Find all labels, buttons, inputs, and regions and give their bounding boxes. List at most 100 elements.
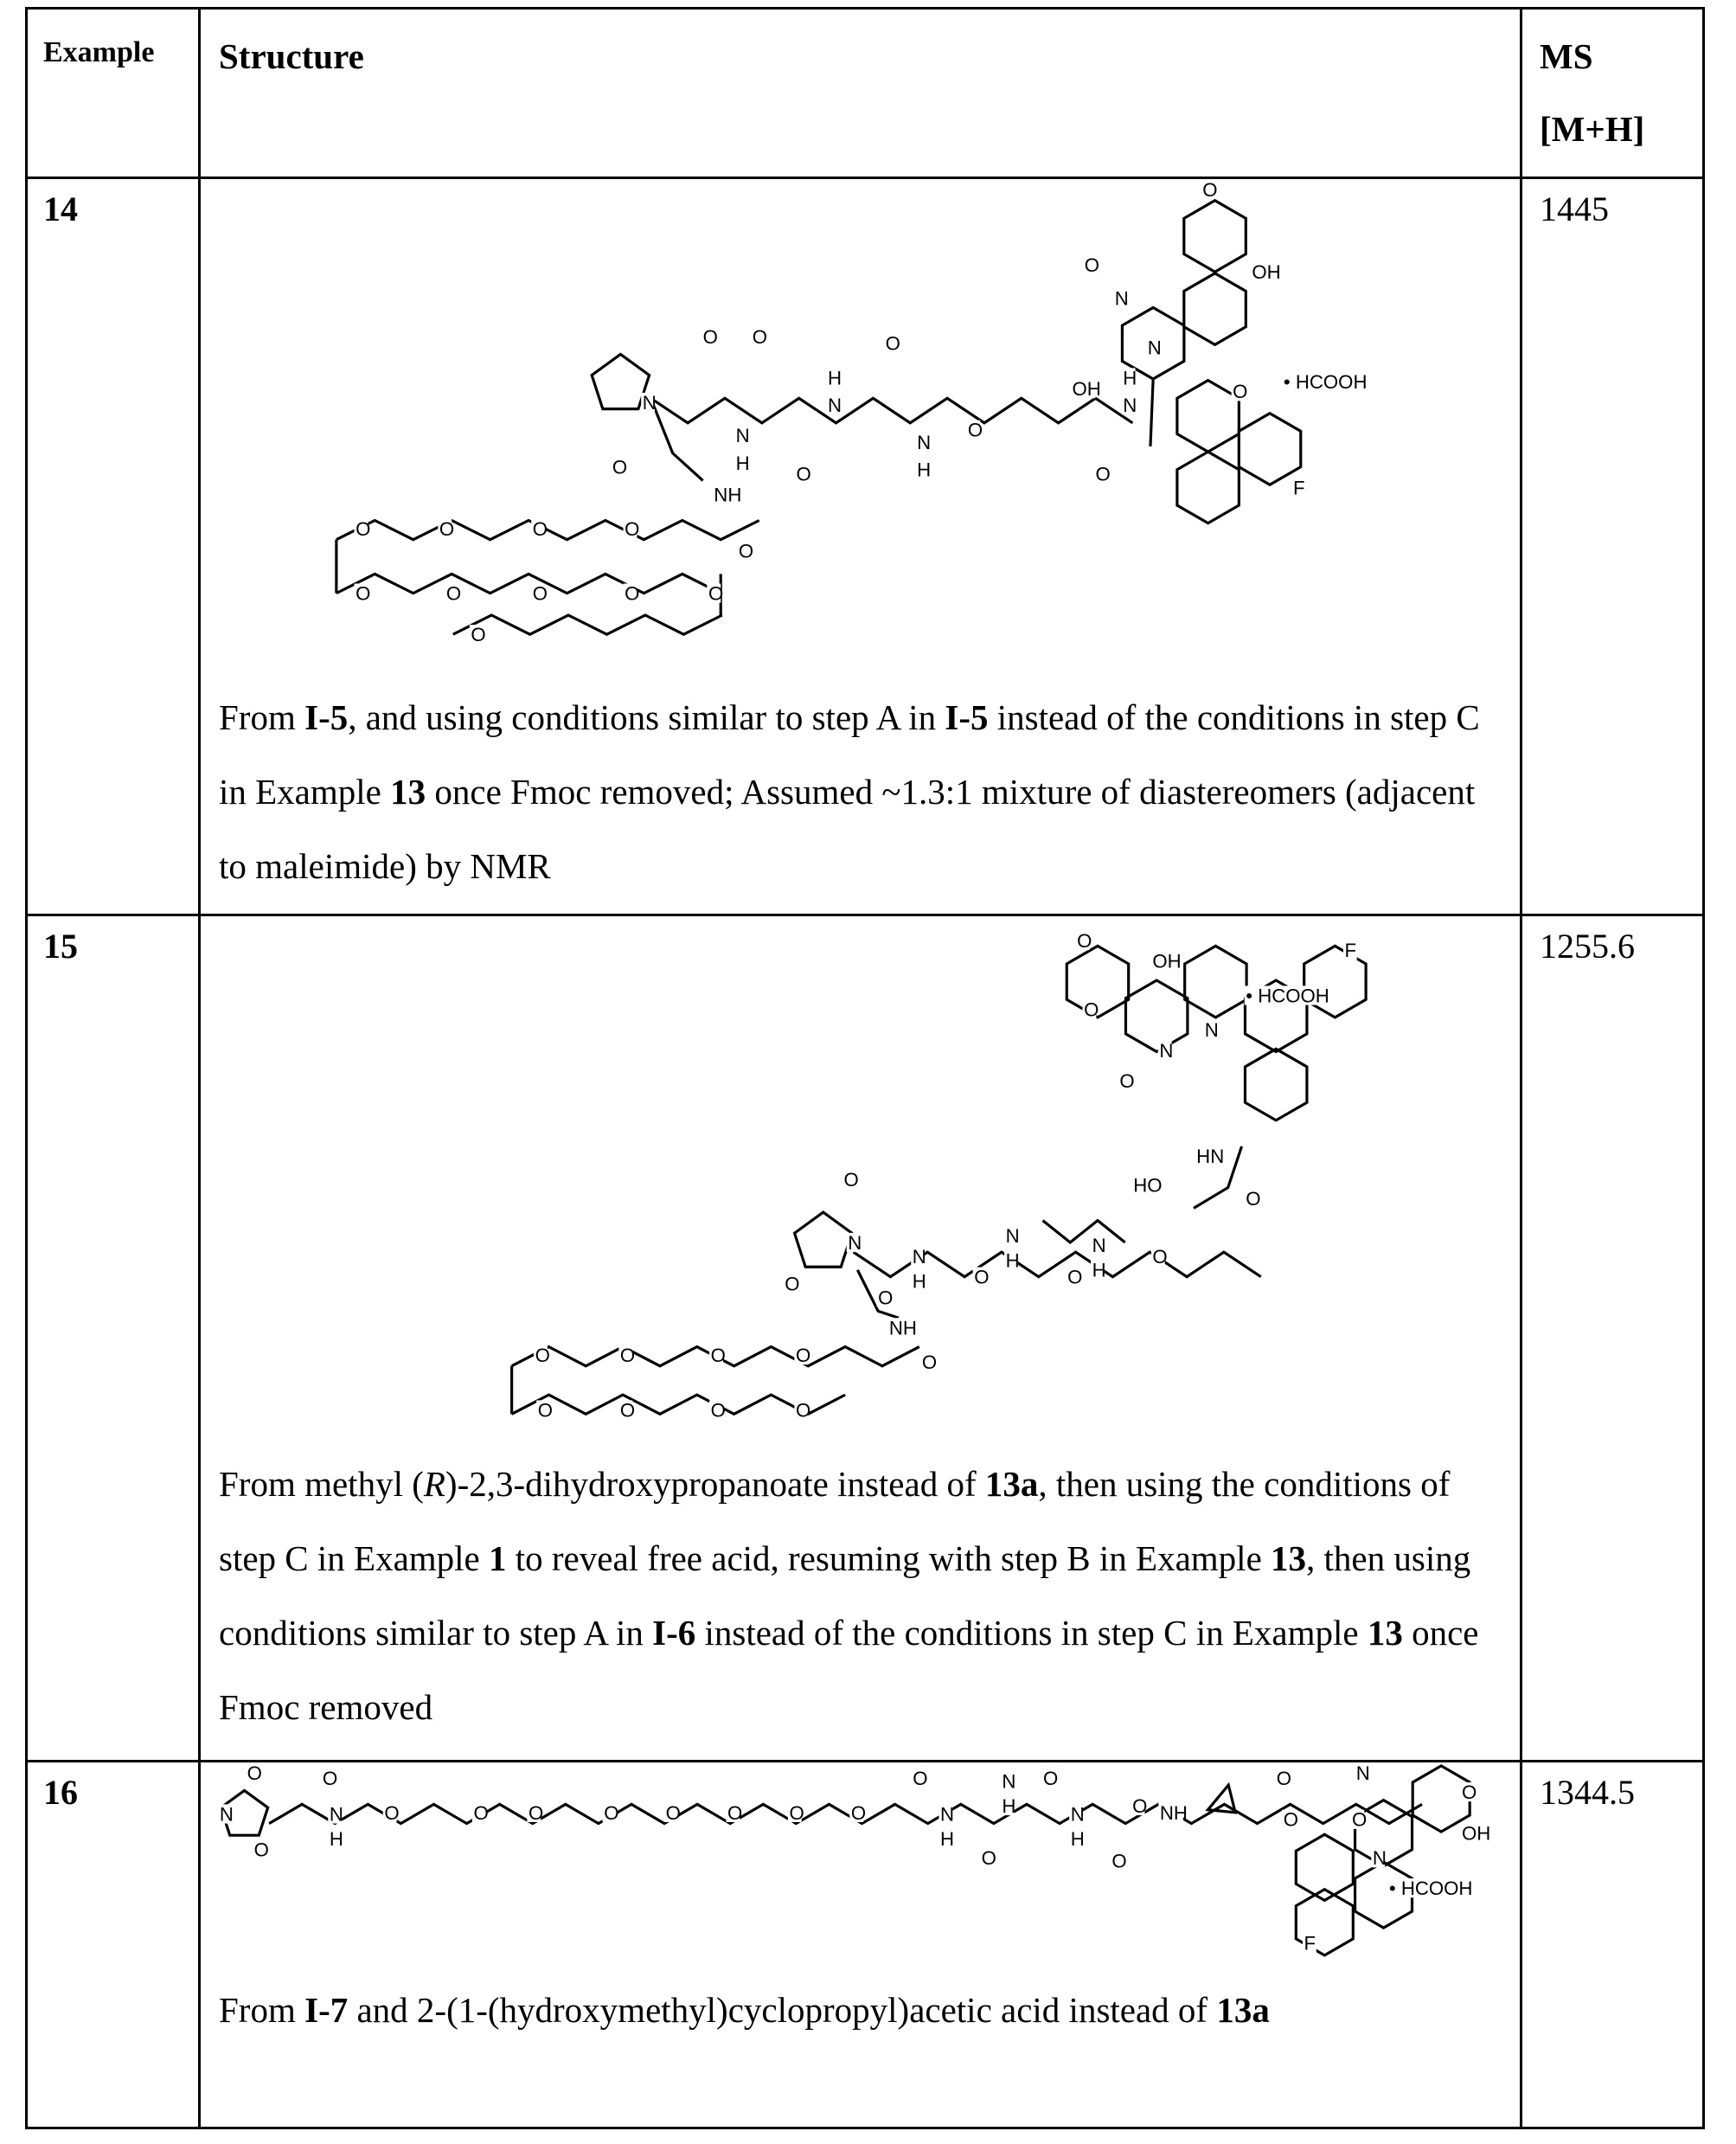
bond [336, 574, 721, 593]
chemical-structure-example-14: OONOHNOHNOHNOOHOHNNHOOOOOOOOOOONNOOOOHF•… [323, 178, 1380, 673]
atom-label: O [844, 1169, 859, 1191]
atom-label: H [913, 1270, 926, 1292]
atom-label: H [1006, 1250, 1020, 1272]
bond [1184, 201, 1246, 273]
atom-label: O [356, 583, 370, 605]
bond [1177, 381, 1239, 453]
atom-label: O [535, 1345, 550, 1366]
header-example: Example [43, 28, 154, 78]
bond [650, 398, 1132, 423]
atom-label: O [1462, 1781, 1477, 1803]
atom-label: O [439, 518, 454, 540]
atom-label: O [878, 1287, 893, 1308]
atom-label: H [828, 367, 842, 388]
example-number: 14 [43, 189, 78, 229]
atom-label: O [620, 1399, 635, 1421]
atom-label: O [968, 420, 983, 441]
row-divider [25, 914, 1705, 916]
header-ms: MS [1540, 31, 1593, 81]
atom-label: O [538, 1399, 553, 1421]
atom-label: O [1352, 1809, 1367, 1831]
atom-label: O [1202, 179, 1217, 201]
atom-label: O [620, 1345, 635, 1366]
atom-label: OH [1252, 261, 1280, 283]
atom-label: O [711, 1345, 726, 1366]
atom-label: O [789, 1802, 804, 1824]
atom-label: O [922, 1351, 937, 1373]
atom-label: O [974, 1267, 989, 1288]
atom-label: O [727, 1802, 742, 1824]
atom-label: O [1132, 1795, 1147, 1817]
example-number: 16 [43, 1772, 78, 1813]
table-border-left [25, 7, 28, 2129]
atom-label: O [711, 1399, 726, 1421]
ms-value: 1344.5 [1540, 1772, 1635, 1813]
atom-label: NH [1160, 1802, 1188, 1824]
atom-label: O [1152, 1246, 1167, 1268]
atom-label: OH [1073, 378, 1101, 400]
synthesis-note: From I-7 and 2-(1-(hydroxymethyl)cyclopr… [219, 1973, 1499, 2047]
bond [795, 1212, 852, 1267]
atom-label: O [1043, 1768, 1058, 1789]
atom-label: O [982, 1847, 996, 1869]
example-number: 15 [43, 926, 78, 966]
atom-label: O [785, 1274, 799, 1295]
table-border-bottom [25, 2127, 1705, 2129]
atom-label: N [643, 392, 657, 414]
ms-value: 1445 [1540, 189, 1609, 229]
bond [650, 398, 702, 480]
atom-label: F [1304, 1933, 1316, 1955]
atom-label: OH [1152, 951, 1181, 973]
bond [1177, 452, 1239, 523]
atom-label: NH [714, 484, 741, 505]
atom-label: O [533, 518, 548, 540]
atom-label: • HCOOH [1389, 1878, 1473, 1899]
atom-label: O [1119, 1070, 1134, 1092]
atom-label: F [1293, 477, 1305, 498]
bond [592, 354, 649, 408]
atom-label: O [703, 326, 718, 348]
atom-label: HO [1133, 1174, 1162, 1196]
atom-label: N [848, 1232, 862, 1254]
atom-label: O [1077, 930, 1092, 952]
atom-label: H [917, 459, 931, 481]
chemical-structure-example-15: OOHOO• HCOOHNFNHNHOOOONONHONHONHONHOOOOO… [480, 924, 1390, 1425]
header-ms-ion: [M+H] [1540, 104, 1644, 154]
atom-label: N [1148, 337, 1162, 358]
atom-label: O [1233, 381, 1247, 402]
atom-label: O [446, 583, 461, 605]
atom-label: O [254, 1839, 269, 1861]
atom-label: O [533, 583, 548, 605]
atom-label: NH [889, 1317, 917, 1338]
atom-label: O [356, 518, 370, 540]
atom-label: H [1071, 1828, 1085, 1850]
atom-label: • HCOOH [1246, 985, 1329, 1006]
atom-label: N [1356, 1762, 1370, 1784]
atom-label: O [739, 540, 753, 562]
atom-label: N [828, 395, 842, 416]
column-divider [1520, 7, 1522, 2129]
atom-label: • HCOOH [1284, 371, 1368, 393]
atom-label: N [1373, 1847, 1387, 1869]
atom-label: N [940, 1803, 954, 1825]
atom-label: O [1277, 1768, 1291, 1789]
synthesis-note: From methyl (R)-2,3-dihydroxypropanoate … [219, 1447, 1499, 1744]
bond [1150, 379, 1153, 446]
atom-label: O [471, 624, 485, 645]
atom-label: N [1006, 1225, 1020, 1247]
atom-label: N [1071, 1803, 1085, 1825]
atom-label: N [1123, 395, 1137, 416]
atom-label: O [247, 1762, 262, 1784]
atom-label: O [384, 1802, 399, 1824]
atom-label: H [1123, 367, 1137, 388]
atom-label: O [1085, 254, 1099, 276]
chemical-structure-example-16: ONOONHOOOOOOOOONHONHONHOONHOONOOOHN• HCO… [213, 1762, 1502, 1962]
table-border-right [1702, 7, 1705, 2129]
atom-label: O [851, 1802, 866, 1824]
atom-label: N [736, 425, 750, 446]
atom-label: O [796, 1345, 810, 1366]
atom-label: O [1067, 1267, 1082, 1288]
bond [1125, 980, 1187, 1051]
atom-label: O [708, 583, 723, 605]
atom-label: O [612, 457, 627, 478]
